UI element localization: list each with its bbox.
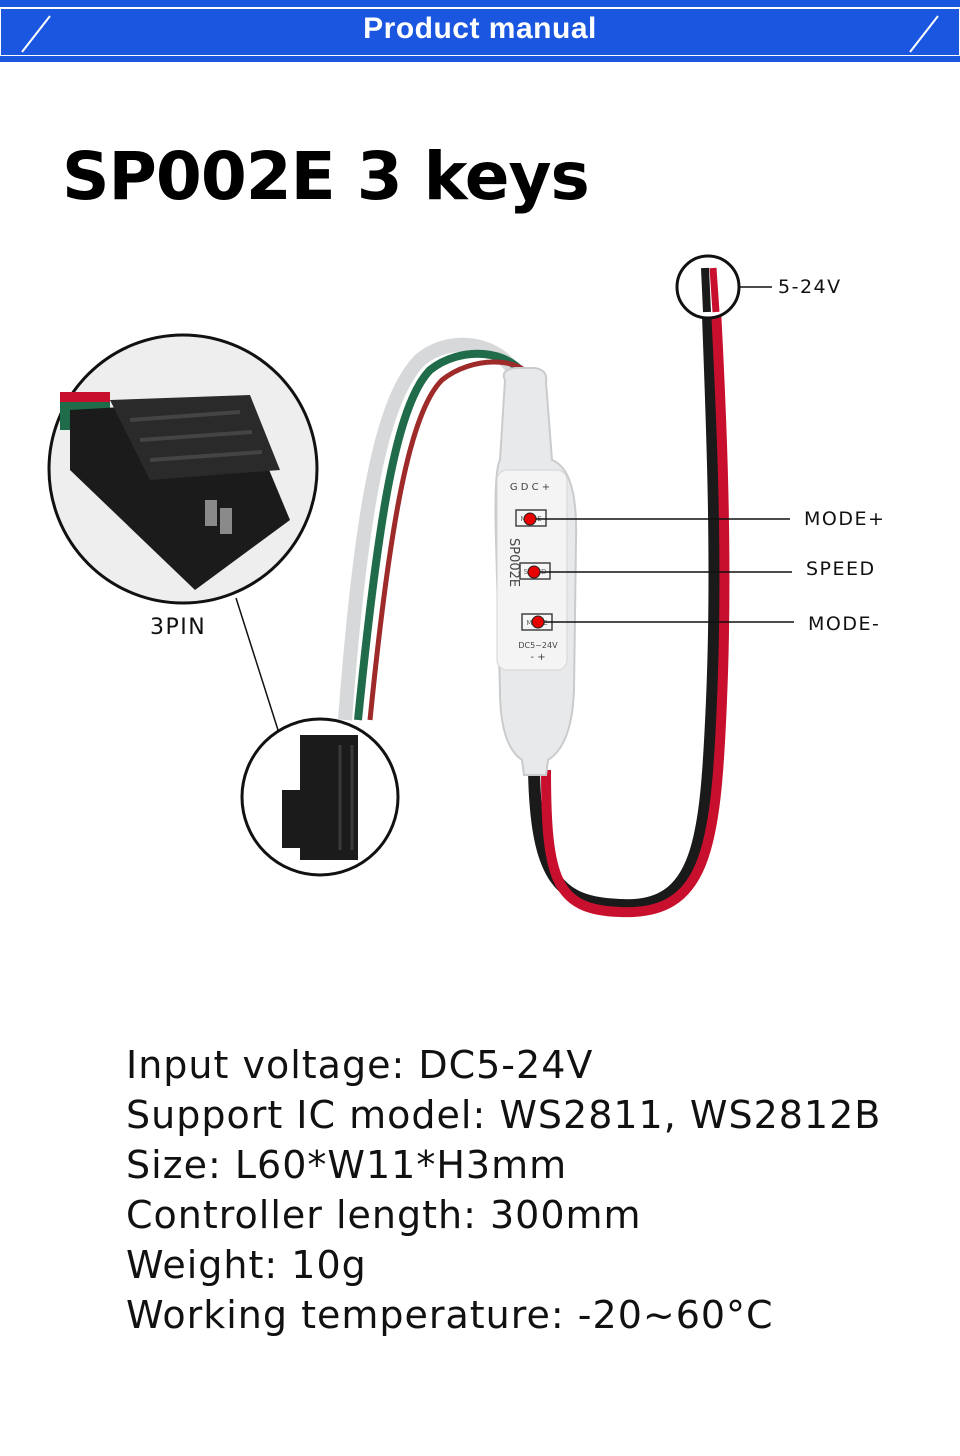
mode-minus-label: MODE-: [808, 613, 881, 635]
power-label: 5-24V: [778, 276, 842, 298]
device-model-marking: SP002E: [506, 538, 521, 587]
device-top-marking: G D C +: [510, 482, 550, 493]
spec-ic-model: Support IC model: WS2811, WS2812B: [126, 1093, 882, 1137]
spec-weight: Weight: 10g: [126, 1243, 367, 1287]
speed-indicator: [527, 565, 541, 579]
spec-controller-length: Controller length: 300mm: [126, 1193, 642, 1237]
mode-minus-indicator: [531, 615, 545, 629]
banner-shape: [0, 0, 960, 62]
device-polarity-marking: - +: [530, 652, 545, 663]
mode-plus-label: MODE+: [804, 508, 886, 530]
page-header-title: Product manual: [363, 12, 597, 45]
product-title: SP002E 3 keys: [62, 138, 590, 215]
specifications-list: Input voltage: DC5-24V Support IC model:…: [126, 1040, 881, 1340]
spec-size: Size: L60*W11*H3mm: [126, 1143, 568, 1187]
connector-label: 3PIN: [150, 615, 207, 640]
device-voltage-marking: DC5~24V: [518, 641, 558, 650]
spec-working-temperature: Working temperature: -20~60°C: [126, 1293, 774, 1337]
header-banner: Product manual: [0, 0, 960, 62]
controller-diagram: G D C + SP002E DC5~24V - + MODE SPEED MO…: [47, 254, 794, 918]
product-illustration: G D C + SP002E DC5~24V - + MODE SPEED MO…: [0, 230, 960, 950]
speed-label: SPEED: [806, 558, 876, 580]
spec-input-voltage: Input voltage: DC5-24V: [126, 1043, 594, 1087]
mode-plus-indicator: [523, 512, 537, 526]
